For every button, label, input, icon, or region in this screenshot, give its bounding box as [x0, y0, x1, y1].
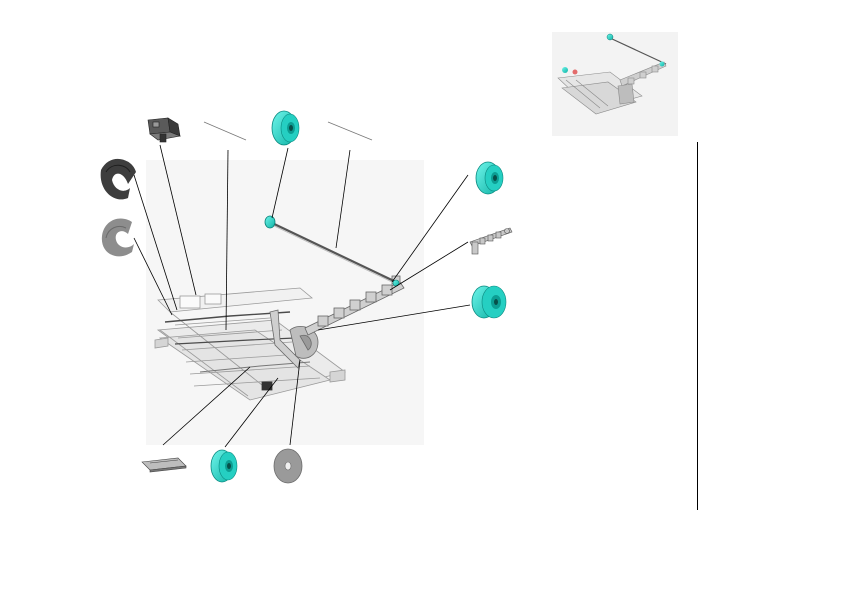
- washer-icon: [273, 448, 303, 484]
- guide-plate-icon: [141, 457, 187, 473]
- cam-bracket-dark-icon: [100, 158, 136, 200]
- gear-large-right-icon: [471, 285, 507, 319]
- label-ticks: [203, 121, 373, 141]
- gear-top-icon: [271, 110, 300, 146]
- long-shaft: [264, 215, 400, 287]
- cam-bracket-light-icon: [101, 218, 134, 257]
- shaft-end-gear-icon: [264, 215, 276, 229]
- cam-shaft-assembly-icon: [469, 227, 513, 255]
- gear-right-icon: [475, 161, 504, 195]
- side-bracket-assembly: [269, 309, 319, 369]
- gear-bottom-icon: [210, 449, 238, 483]
- leader-lines: [133, 144, 471, 448]
- connector-block-icon: [147, 117, 182, 143]
- right-divider-line: [697, 142, 698, 510]
- inset-assembly-icon: [552, 32, 678, 136]
